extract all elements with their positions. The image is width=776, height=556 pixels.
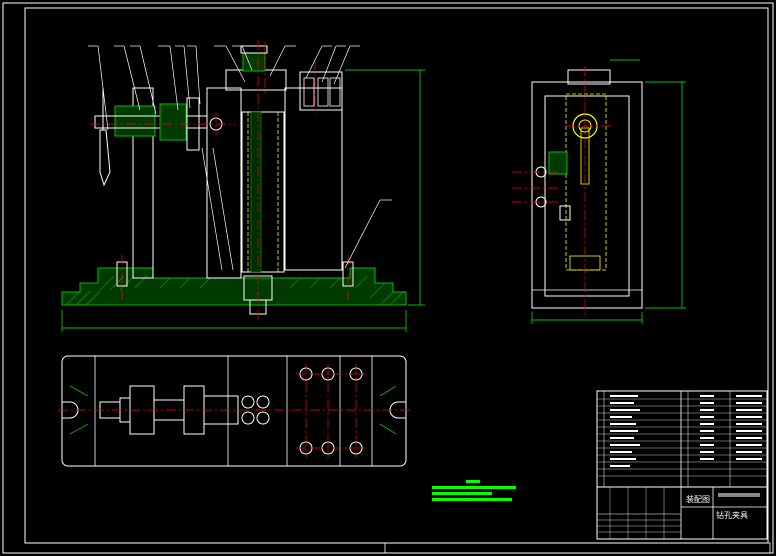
handle-lever (99, 129, 111, 187)
front-leaders (88, 45, 392, 269)
clamp-bolts (303, 77, 341, 107)
parts-list (596, 390, 768, 488)
side-center-lines (512, 66, 612, 318)
top-clamp-block (225, 69, 287, 91)
top-dimensions (69, 385, 397, 435)
technical-notes (432, 480, 516, 501)
front-view (61, 40, 425, 332)
parts-list-entries (610, 395, 762, 467)
shaft-hatch (250, 111, 262, 273)
base-plate-section (61, 267, 407, 306)
side-column (544, 95, 630, 297)
top-view (58, 355, 410, 467)
top-holes (241, 367, 363, 455)
drawing-title: 装配图 (686, 494, 710, 504)
spindle-collar (159, 103, 187, 141)
guide-shaft (241, 111, 285, 273)
left-column (132, 87, 154, 279)
top-base-outline (61, 355, 407, 467)
right-body (284, 87, 343, 271)
side-studs (535, 151, 571, 221)
side-top-plate (567, 69, 611, 85)
top-cap (240, 45, 268, 54)
part-name: 钻孔夹具 (716, 510, 748, 520)
sheet-bottom-tab (384, 542, 771, 554)
spindle (94, 115, 208, 129)
side-base (531, 81, 643, 309)
main-column (206, 87, 242, 279)
side-dimensions (531, 59, 686, 324)
front-dimensions (61, 69, 425, 332)
right-clamp-block (299, 71, 343, 111)
top-center-lines (58, 364, 410, 458)
spindle-housing (114, 105, 156, 137)
side-view (512, 59, 686, 324)
title-block: 装配图 钻孔夹具 (596, 486, 768, 540)
